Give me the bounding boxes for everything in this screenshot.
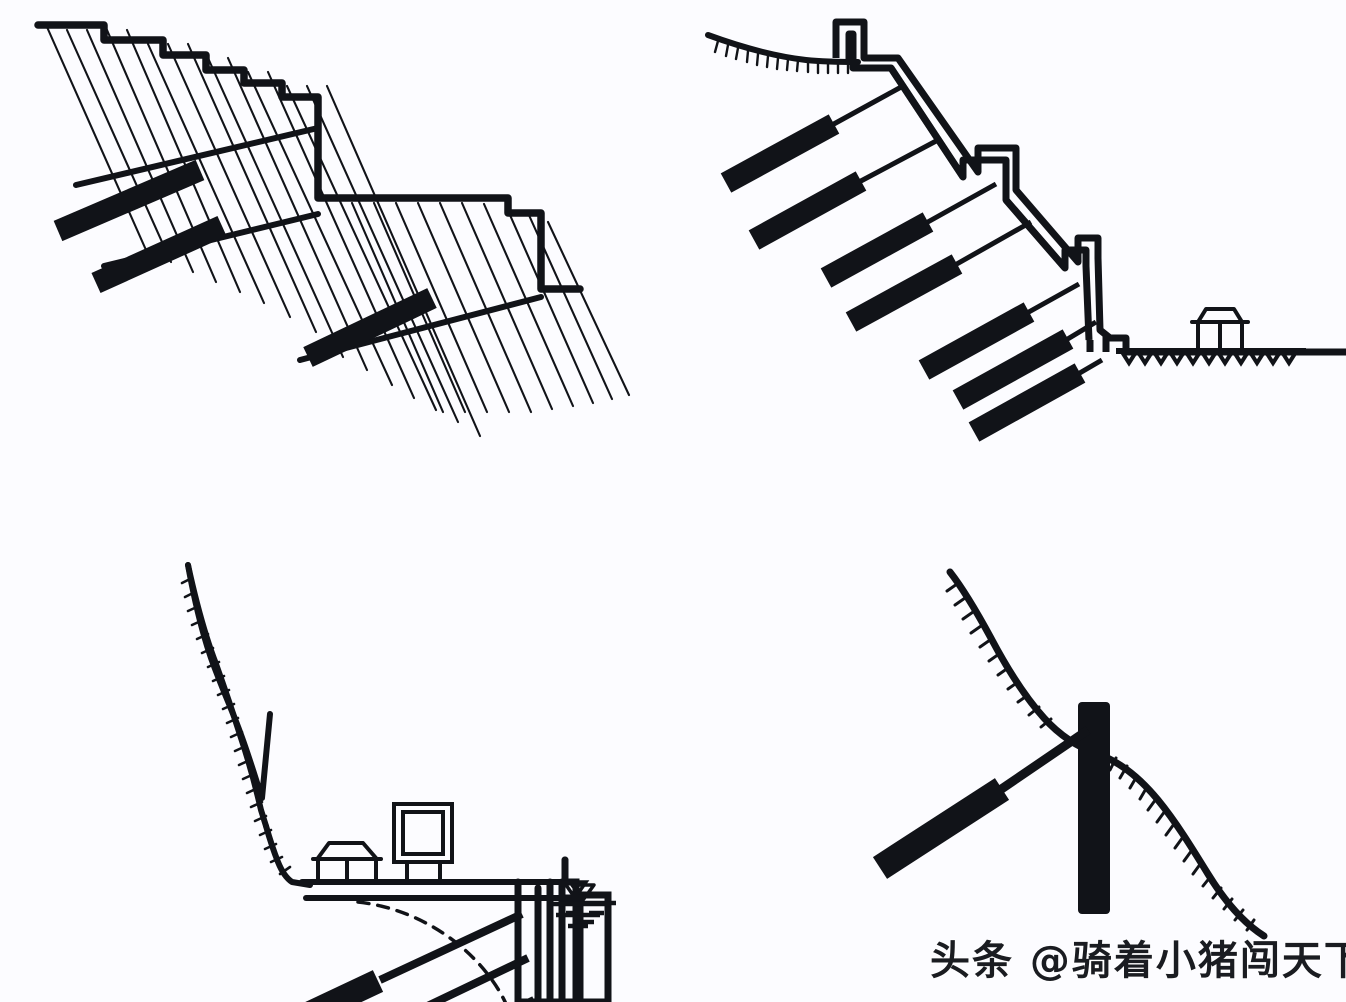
panel-single-anchored-pile: [872, 568, 1268, 940]
anchor-6: [952, 319, 1098, 410]
anchor-tendon-7: [1076, 357, 1104, 377]
ground-slope-left: [185, 562, 273, 801]
water-table-triangle: [560, 880, 590, 902]
anchor-tendon-4: [953, 219, 1033, 268]
quay-wall-stem: [534, 884, 566, 1002]
ground-surface-crest: [705, 32, 861, 65]
panel-anchored-quay-wall-with-deck: [180, 562, 616, 1002]
wall-toe-notch: [1086, 335, 1110, 352]
anchor-group: [872, 726, 1091, 879]
pile: [1078, 702, 1110, 914]
anchor-bulb-3: [820, 212, 934, 288]
panel-3-water-table-overlay: [552, 880, 610, 929]
anchor-group: [53, 159, 437, 367]
anchor-tendon-6: [1064, 319, 1098, 343]
anchor-group: [720, 83, 1104, 442]
anchor-5: [918, 281, 1081, 380]
anchor-bulb-1: [720, 114, 840, 193]
anchor-tendon-2: [857, 137, 940, 185]
anchor-bulb-2: [91, 215, 227, 294]
anchor-2: [426, 954, 530, 1002]
control-building-icon: [392, 802, 454, 884]
ground-hatch-crest: [713, 39, 850, 75]
building-icon: [1190, 307, 1250, 351]
ground-hatch-flat: [1120, 350, 1298, 367]
anchor-bulb-2: [748, 171, 867, 250]
anchor-7: [968, 357, 1104, 442]
anchor-tendon-5: [1025, 281, 1081, 316]
anchor-3: [820, 181, 998, 288]
ground-slope-left-main: [185, 562, 269, 829]
retaining-wall-inner: [845, 30, 1093, 341]
car-icon: [311, 841, 383, 884]
ground-slope-left-lower: [263, 823, 313, 888]
ground-hatch-slope-left: [180, 576, 292, 876]
ground-hatch-slope: [945, 582, 1256, 932]
quay-wall-outer-stem: [514, 878, 522, 1002]
anchor-bulb-1: [305, 970, 384, 1002]
anchor-bulb-6: [952, 329, 1074, 410]
anchor-1: [720, 83, 905, 193]
anchor-1: [305, 910, 524, 1002]
anchor-tendon-1: [997, 726, 1091, 794]
anchor-bulb-1: [53, 159, 205, 242]
anchor-bulb-1: [872, 778, 1010, 879]
panel-stepped-slope-with-soil-nails: [34, 21, 631, 438]
bench-line-1: [73, 125, 321, 188]
anchor-2: [748, 137, 940, 250]
anchor-group: [305, 910, 535, 1002]
anchor-bulb-7: [968, 363, 1086, 442]
soil-nail-group-upper: [45, 25, 482, 438]
anchor-tendon-1: [378, 910, 524, 984]
anchor-tendon-2: [426, 954, 530, 1002]
anchor-bulb-4: [845, 254, 963, 332]
slope-crest-profile: [34, 21, 584, 293]
panel-stepped-anchored-retaining-wall: [705, 18, 1346, 442]
anchor-4: [845, 219, 1033, 332]
anchor-tendon-3: [924, 181, 998, 226]
retaining-wall-outer: [832, 18, 1346, 356]
anchor-bulb-5: [918, 302, 1035, 380]
anchor-tendon-1: [830, 83, 905, 128]
anchor-bulb-3: [303, 288, 437, 367]
failure-surface-dashed: [356, 900, 508, 1002]
